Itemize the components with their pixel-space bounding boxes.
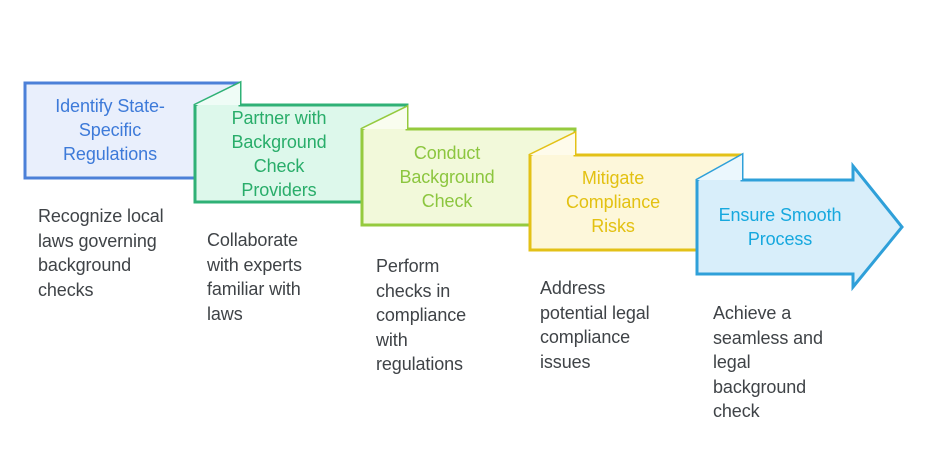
step-3-description: Perform checks in compliance with regula… (376, 256, 467, 374)
step-5-description: Achieve a seamless and legal background … (713, 303, 823, 421)
step-4-description: Address potential legal compliance issue… (540, 278, 650, 372)
step-3-fold (362, 107, 407, 129)
step-1-description: Recognize local laws governing backgroun… (38, 206, 164, 300)
step-5-shape (695, 152, 904, 292)
step-1-title: Identify State- Specific Regulations (55, 96, 165, 164)
step-2-shape (193, 80, 409, 204)
step-4-title: Mitigate Compliance Risks (565, 168, 661, 236)
step-2-title: Partner with Background Check Providers (231, 108, 327, 200)
step-4-fold (530, 133, 575, 155)
step-2-description: Collaborate with experts familiar with l… (207, 230, 302, 324)
step-5-fold (697, 155, 742, 180)
step-5-title: Ensure Smooth Process (718, 205, 842, 249)
step-3-title: Conduct Background Check (399, 143, 495, 211)
step-2-fold (195, 83, 240, 105)
